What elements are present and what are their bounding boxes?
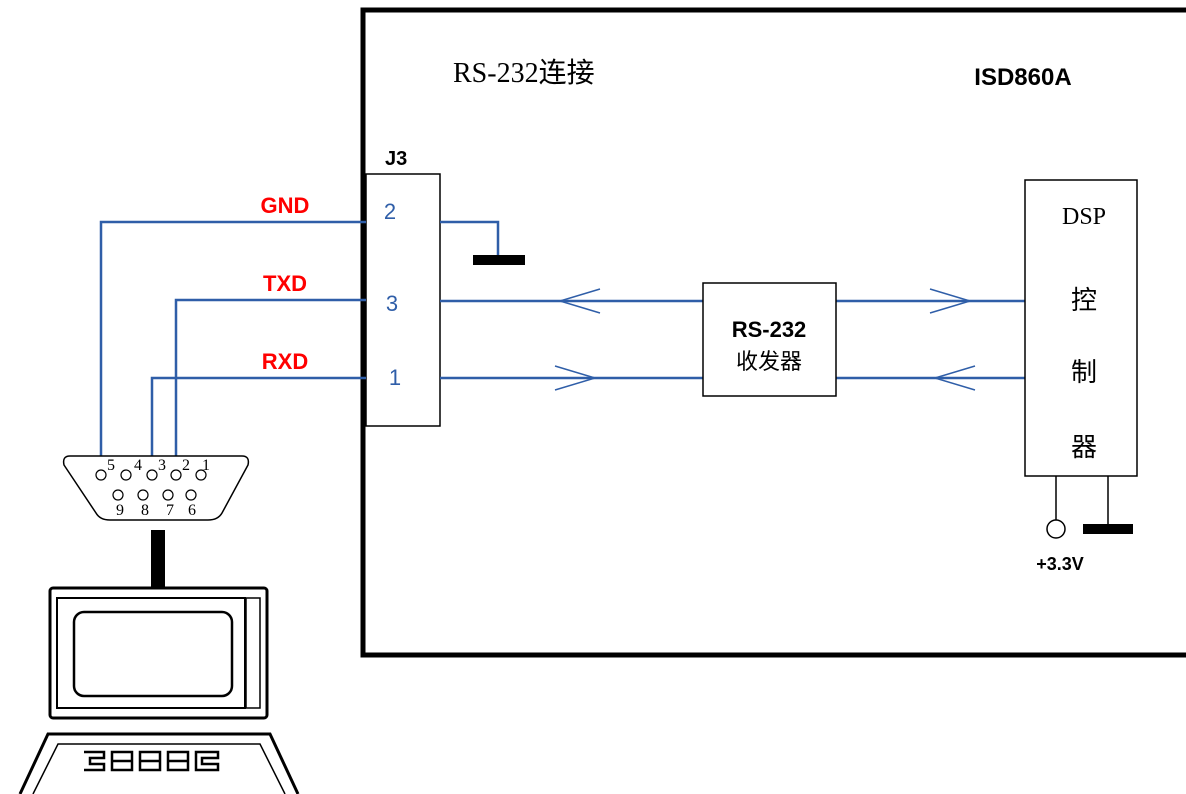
device-enclosure xyxy=(360,7,1186,658)
j3-connector xyxy=(365,173,441,427)
rxd-wire xyxy=(150,376,366,470)
db9-pin-6 xyxy=(185,489,197,501)
signal-rxd-label: RXD xyxy=(262,349,308,374)
db9-pin-3 xyxy=(146,469,158,481)
db9-num-5: 5 xyxy=(107,457,115,474)
gnd-wire xyxy=(99,220,366,470)
transceiver-line2: 收发器 xyxy=(736,349,802,374)
db9-pin-2 xyxy=(170,469,182,481)
serial-cable xyxy=(151,530,165,588)
db9-pin-4 xyxy=(120,469,132,481)
key-1 xyxy=(84,750,106,772)
arrow-left-rxd-2 xyxy=(932,365,976,391)
connector-name: J3 xyxy=(385,148,407,170)
arrowheads xyxy=(554,288,976,391)
db9-num-6: 6 xyxy=(188,502,196,519)
keyboard-outline xyxy=(18,732,300,794)
db9-num-9: 9 xyxy=(116,502,124,519)
db9-num-2: 2 xyxy=(182,457,190,474)
ground-symbol xyxy=(473,255,525,265)
key-4 xyxy=(166,750,190,772)
db9-pin-7 xyxy=(162,489,174,501)
pin-label-1: 1 xyxy=(389,365,401,390)
db9-pin-8 xyxy=(137,489,149,501)
dsp-char-3: 器 xyxy=(1071,433,1097,462)
txd-wire xyxy=(174,298,366,470)
db9-connector: 5 4 3 2 1 9 8 7 6 xyxy=(62,455,250,521)
signal-gnd-label: GND xyxy=(261,193,310,218)
power-label: +3.3V xyxy=(1036,554,1084,574)
diagram-title: RS-232连接 xyxy=(453,57,595,89)
db9-num-8: 8 xyxy=(141,502,149,519)
db9-pin-9 xyxy=(112,489,124,501)
monitor-side-panel xyxy=(245,597,261,709)
db9-num-7: 7 xyxy=(166,502,174,519)
device-label: ISD860A xyxy=(974,64,1071,91)
key-3 xyxy=(138,750,162,772)
key-5 xyxy=(194,750,220,772)
arrow-right-rxd-1 xyxy=(554,365,598,391)
dsp-ground-symbol xyxy=(1083,524,1133,534)
dsp-controller-block xyxy=(1024,179,1138,477)
signal-txd-label: TXD xyxy=(263,271,307,296)
key-2 xyxy=(110,750,134,772)
transceiver-block xyxy=(702,282,837,397)
db9-shell xyxy=(62,455,250,521)
dsp-char-1: 控 xyxy=(1071,286,1097,315)
db9-num-4: 4 xyxy=(134,457,142,474)
db9-num-1: 1 xyxy=(202,457,210,474)
internal-wires xyxy=(440,299,1025,380)
external-wires xyxy=(99,220,366,470)
arrow-right-txd-2 xyxy=(929,288,973,314)
power-terminal-symbol xyxy=(1046,519,1066,539)
keyboard-keys xyxy=(84,750,220,772)
arrow-left-txd-1 xyxy=(557,288,601,314)
dsp-char-2: 制 xyxy=(1071,358,1097,387)
transceiver-line1: RS-232 xyxy=(732,317,807,342)
j3-ground-wire xyxy=(440,220,500,255)
db9-pin-1 xyxy=(195,469,207,481)
db9-pin-5 xyxy=(95,469,107,481)
computer-icon xyxy=(18,586,300,794)
monitor-screen xyxy=(72,610,234,698)
db9-num-3: 3 xyxy=(158,457,166,474)
pin-label-2: 2 xyxy=(384,199,396,224)
dsp-label: DSP xyxy=(1062,204,1106,230)
pin-label-3: 3 xyxy=(386,291,398,316)
keyboard-inner-outline xyxy=(32,743,286,794)
